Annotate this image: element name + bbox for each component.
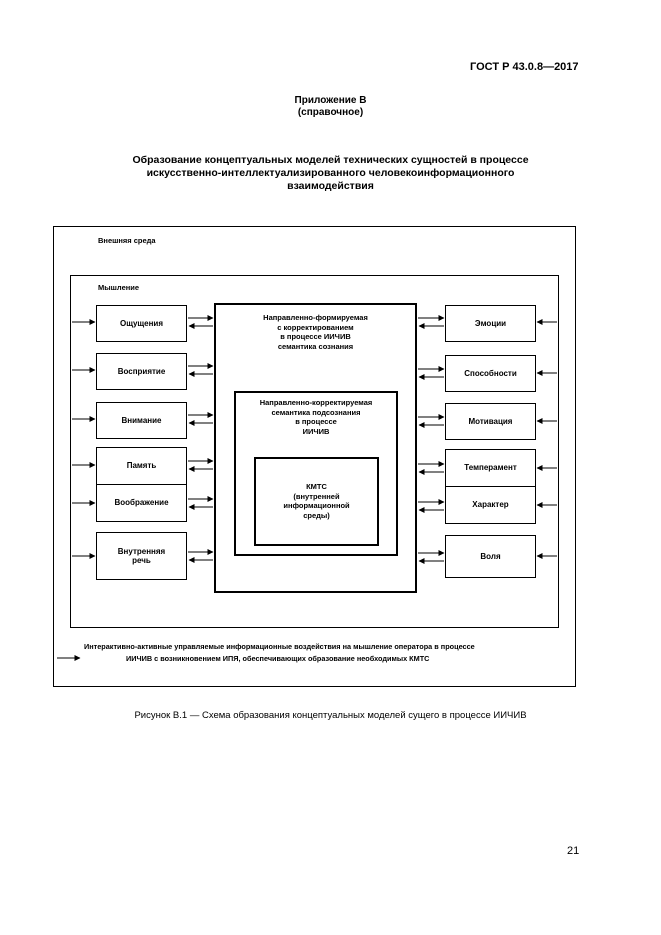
subconscious-line-4: ИИЧИВ [302, 426, 330, 436]
legend-line-2: ИИЧИВ с возникновением ИПЯ, обеспечивающ… [126, 654, 430, 663]
sensations-label: Ощущения [119, 318, 164, 328]
subconscious-box [234, 391, 398, 556]
consciousness-box [214, 303, 417, 593]
temperament-label: Темперамент [464, 463, 517, 473]
figure-caption: Рисунок В.1 — Схема образования концепту… [134, 710, 527, 721]
consciousness-line-1: Направленно-формируемая [263, 313, 368, 322]
attention-box: Внимание [96, 402, 187, 439]
consciousness-line-4: семантика сознания [277, 341, 354, 351]
emotions-box: Эмоции [445, 305, 536, 342]
inner-speech-label-1: Внутренняя [117, 546, 166, 556]
external-environment-label: Внешняя среда [98, 236, 156, 245]
kmts-line-4: среды) [303, 510, 330, 520]
thinking-box [70, 275, 559, 628]
external-environment-box [53, 226, 576, 687]
character-box: Характер [445, 486, 536, 524]
attention-label: Внимание [121, 415, 162, 425]
abilities-label: Способности [464, 368, 517, 378]
standard-code: ГОСТ Р 43.0.8—2017 [470, 61, 579, 73]
document-title-line-2: искусственно-интеллектуализированного че… [146, 167, 515, 179]
perception-label: Восприятие [117, 366, 166, 376]
kmts-text: КМТС (внутренней информационной среды) [254, 482, 379, 520]
will-label: Воля [480, 551, 501, 561]
kmts-line-3: информационной [283, 501, 350, 510]
consciousness-line-3: в процессе ИИЧИВ [280, 332, 351, 341]
consciousness-text: Направленно-формируемая с корректировани… [214, 313, 417, 351]
subconscious-line-2: семантика подсознания [271, 407, 361, 417]
page-number: 21 [567, 845, 580, 857]
inner-speech-box: Внутренняя речь [96, 532, 187, 580]
abilities-box: Способности [445, 355, 536, 392]
subconscious-line-3: в процессе [295, 417, 337, 426]
annex-title: Приложение В [294, 95, 367, 106]
perception-box: Восприятие [96, 353, 187, 390]
motivation-box: Мотивация [445, 403, 536, 440]
annex-note: (справочное) [297, 107, 364, 118]
kmts-box [254, 457, 379, 546]
inner-speech-label-2: речь [132, 556, 151, 565]
motivation-label: Мотивация [468, 416, 513, 426]
kmts-line-2: (внутренней [293, 491, 340, 501]
subconscious-text: Направленно-корректируемая семантика под… [234, 398, 398, 436]
legend-line-1: Интерактивно-активные управляемые информ… [84, 642, 475, 651]
consciousness-line-2: с корректированием [277, 322, 354, 332]
will-box: Воля [445, 535, 536, 578]
subconscious-line-1: Направленно-корректируемая [259, 398, 373, 407]
imagination-box: Воображение [96, 484, 187, 522]
kmts-line-1: КМТС [306, 482, 327, 491]
document-title-line-1: Образование концептуальных моделей техни… [132, 154, 529, 166]
sensations-box: Ощущения [96, 305, 187, 342]
character-label: Характер [472, 500, 509, 510]
thinking-label: Мышление [98, 283, 140, 292]
emotions-label: Эмоции [474, 318, 507, 328]
memory-label: Память [126, 461, 157, 471]
imagination-label: Воображение [114, 498, 169, 508]
document-title-line-3: взаимодействия [287, 180, 374, 192]
